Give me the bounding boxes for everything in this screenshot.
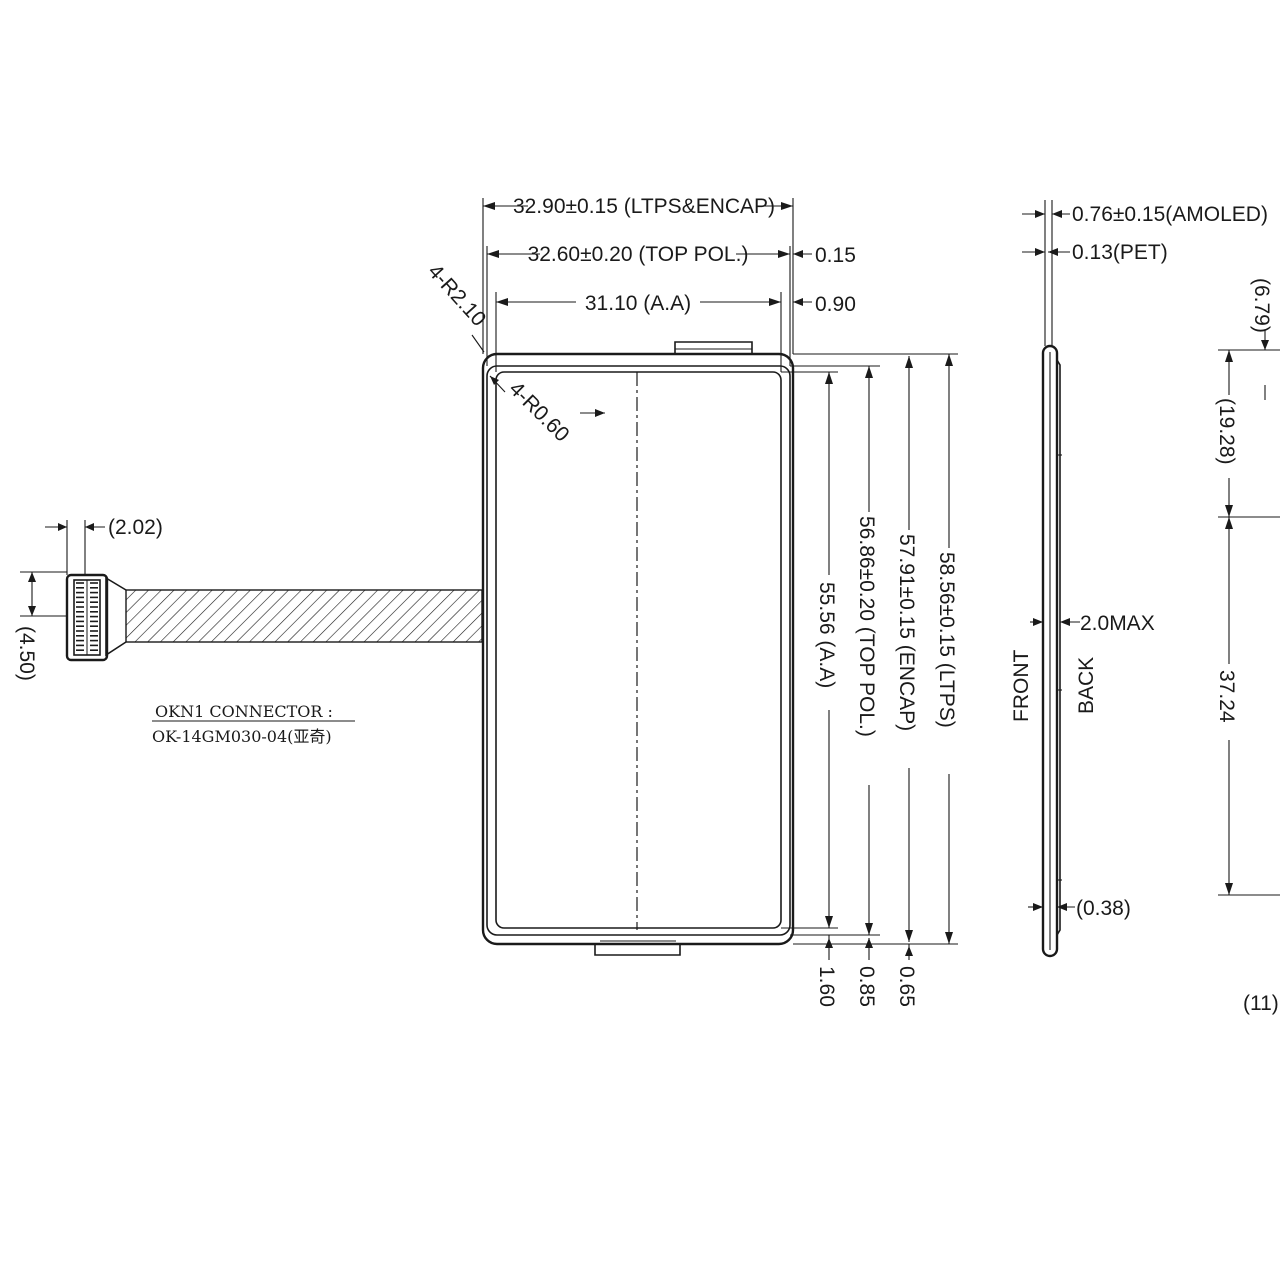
dim-component-height: 2.0MAX	[1080, 612, 1155, 635]
connector-note-title: OKN1 CONNECTOR :	[155, 702, 333, 721]
connector-pins	[76, 580, 98, 655]
fpc-cable	[65, 573, 483, 662]
front-label: FRONT	[1010, 650, 1033, 722]
dim-bottom-1-60: 1.60	[815, 966, 838, 1007]
dim-bottom-thickness: (0.38)	[1076, 897, 1131, 920]
dim-height-active-area: 55.56 (A.A)	[815, 582, 838, 688]
dim-right-0-90: 0.90	[815, 293, 856, 316]
dim-width-active-area: 31.10 (A.A)	[585, 292, 691, 315]
dim-height-encap: 57.91±0.15 (ENCAP)	[895, 534, 918, 731]
connector-note: OKN1 CONNECTOR : OK-14GM030-04(亚奇)	[152, 702, 355, 746]
side-panel-body	[1041, 344, 1059, 958]
dim-bottom-0-65: 0.65	[895, 966, 918, 1007]
dim-width-top-pol: 32.60±0.20 (TOP POL.)	[528, 243, 749, 266]
fpc-hatched-tail	[125, 589, 483, 643]
connector-dimensions: (2.02) (4.50)	[15, 516, 163, 681]
right-bottom-note: (11)	[1243, 992, 1279, 1015]
dim-thickness-pet: 0.13(PET)	[1072, 241, 1168, 264]
corner-radius-inner: 4-R0.60	[504, 377, 573, 446]
dim-right-segment-lower: 37.24	[1215, 670, 1238, 723]
dim-height-top-pol: 56.86±0.20 (TOP POL.)	[855, 516, 878, 737]
ltps-outline	[481, 352, 795, 946]
corner-radius-outer: 4-R2.10	[423, 260, 490, 331]
dim-thickness-amoled: 0.76±0.15(AMOLED)	[1072, 203, 1268, 226]
top-tab	[674, 341, 753, 354]
top-polarizer-outline	[486, 365, 791, 936]
panel-side-view: 0.76±0.15(AMOLED) 0.13(PET) 2.0MAX FRONT…	[1010, 200, 1268, 958]
dim-bottom-0-85: 0.85	[855, 966, 878, 1007]
panel-right-view: (6.79) (19.28) 37.24 (11)	[1215, 278, 1280, 1015]
dim-width-ltps: 32.90±0.15 (LTPS&ENCAP)	[513, 195, 775, 218]
dim-right-segment-upper: (19.28)	[1215, 398, 1238, 465]
fpc-neck	[105, 576, 127, 657]
side-backplate	[1056, 359, 1061, 936]
vertical-dimensions: 55.56 (A.A) 56.86±0.20 (TOP POL.) 57.91±…	[781, 353, 958, 1007]
connector-height-label: (4.50)	[15, 626, 38, 681]
dim-right-top-offset: (6.79)	[1250, 278, 1273, 333]
connector-width-label: (2.02)	[108, 516, 163, 539]
dim-right-0-15: 0.15	[815, 244, 856, 267]
connector-body	[65, 573, 109, 662]
back-label: BACK	[1075, 657, 1098, 714]
panel-front-view	[481, 341, 795, 956]
connector-note-part: OK-14GM030-04(亚奇)	[152, 727, 332, 746]
dim-height-ltps: 58.56±0.15 (LTPS)	[935, 552, 958, 728]
active-area-outline	[495, 371, 782, 929]
bottom-tab	[594, 944, 681, 956]
top-dimensions: 32.90±0.15 (LTPS&ENCAP) 32.60±0.20 (TOP …	[423, 195, 856, 446]
